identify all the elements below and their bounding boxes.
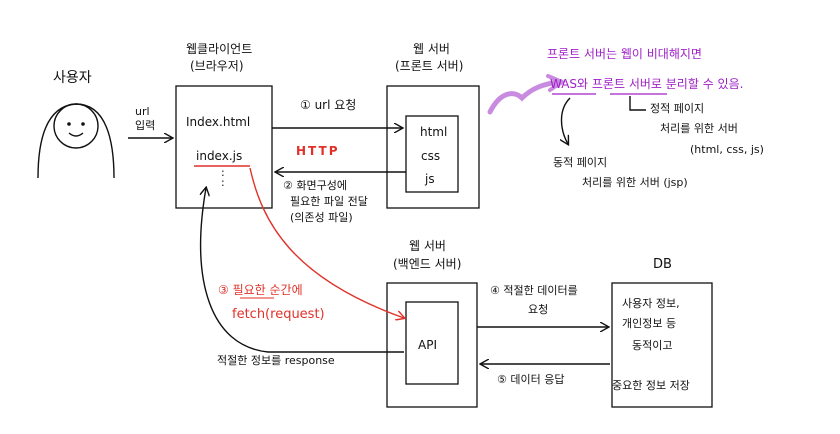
purple-note-line1: 프론트 서버는 웹이 비대해지면 (547, 47, 702, 61)
dynamic-note-line2: 처리를 위한 서버 (jsp) (582, 176, 688, 189)
front-file-html: html (420, 125, 447, 139)
purple-note-line2: WAS와 프론트 서버로 분리할 수 있음. (550, 77, 743, 91)
front-files-box (405, 115, 459, 193)
front-file-js: js (424, 172, 435, 186)
client-box (175, 85, 273, 209)
static-note-line3: (html, css, js) (690, 143, 764, 156)
step4-line1: ④ 적절한 데이터를 (490, 284, 578, 297)
db-title: DB (653, 257, 672, 272)
dynamic-note-line1: 동적 페이지 (553, 156, 607, 169)
db-box (611, 282, 713, 408)
response-label: 적절한 정보를 response (217, 354, 335, 367)
backend-subtitle: (백엔드 서버) (393, 257, 461, 271)
step2-line1: ② 화면구성에 (283, 179, 347, 192)
step3-line1: ③ 필요한 순간에 (218, 283, 303, 297)
step2-line3: (의존성 파일) (290, 210, 353, 224)
api-box (405, 301, 459, 385)
api-label: API (418, 338, 437, 352)
svg-text::: : (221, 176, 225, 189)
url-input-label-line1: url (135, 105, 150, 118)
client-title: 웹클라이언트 (186, 42, 252, 56)
db-line4: 중요한 정보 저장 (612, 379, 690, 392)
backend-server-box (386, 282, 478, 408)
step4-line2: 요청 (528, 303, 548, 316)
static-note-line1: 정적 페이지 (650, 102, 704, 115)
arrow-fetch-request (249, 167, 404, 318)
front-file-css: css (421, 149, 440, 163)
http-label: HTTP (296, 144, 339, 158)
step1-label: ① url 요청 (300, 98, 356, 112)
purple-brush-stroke (487, 79, 561, 115)
client-file-html: Index.html (186, 115, 250, 129)
client-subtitle: (브라우저) (190, 59, 244, 73)
dynamic-note-arrow (562, 97, 571, 144)
step3-line2: fetch(request) (232, 307, 325, 322)
arrow-api-response (201, 188, 404, 353)
db-line3: 동적이고 (632, 339, 672, 352)
url-input-label-line2: 입력 (135, 119, 155, 132)
front-title: 웹 서버 (413, 42, 450, 56)
front-subtitle: (프론트 서버) (395, 59, 463, 73)
user-label: 사용자 (53, 70, 92, 86)
static-note-connector (629, 96, 646, 111)
db-line1: 사용자 정보, (622, 297, 680, 310)
client-file-js: index.js (196, 149, 242, 163)
step2-line2: 필요한 파일 전달 (290, 194, 368, 208)
static-note-line2: 처리를 위한 서버 (660, 122, 738, 135)
step5-label: ⑤ 데이터 응답 (497, 373, 564, 386)
dots: : (221, 166, 225, 179)
user-figure-icon (37, 103, 115, 179)
front-server-box (386, 85, 480, 209)
db-line2: 개인정보 등 (622, 317, 676, 330)
backend-title: 웹 서버 (409, 239, 446, 253)
